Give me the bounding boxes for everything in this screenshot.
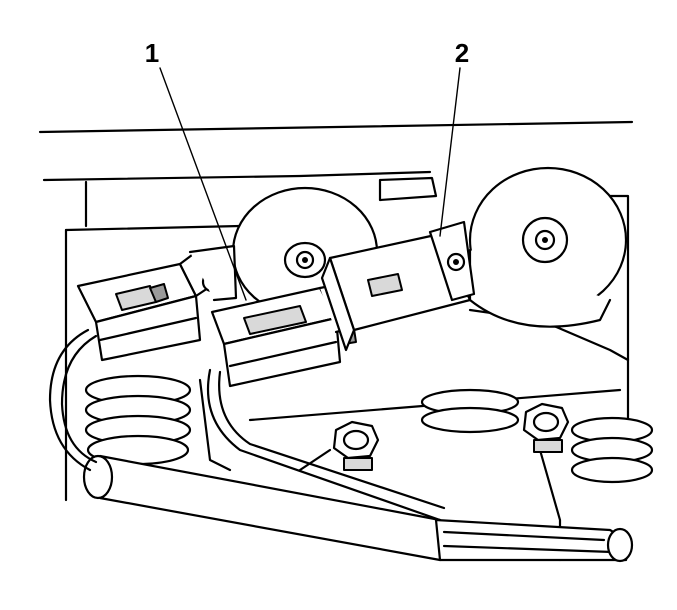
callout-2-label: 2 bbox=[455, 38, 469, 68]
right-hex-nut bbox=[522, 402, 570, 453]
leader-line-2 bbox=[439, 67, 461, 237]
leader-line-1 bbox=[159, 67, 247, 301]
connector-2 bbox=[320, 220, 476, 352]
connector-left-outer bbox=[76, 244, 238, 362]
wire-harness-loom bbox=[82, 454, 634, 563]
right-springs bbox=[420, 388, 654, 484]
left-hex-nut bbox=[332, 420, 380, 471]
right-pulley bbox=[468, 166, 628, 328]
callout-1-label: 1 bbox=[145, 38, 159, 68]
connector-wires bbox=[48, 328, 446, 522]
leader-lines bbox=[159, 67, 461, 301]
left-springs bbox=[84, 374, 192, 466]
